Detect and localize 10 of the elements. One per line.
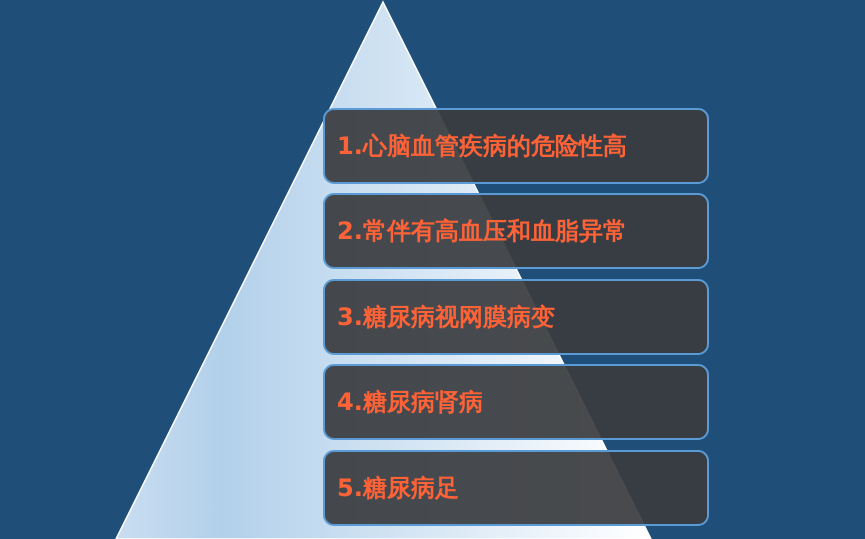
item-text: 1.心脑血管疾病的危险性高	[337, 131, 627, 162]
list-item-panel	[323, 364, 709, 440]
item-text: 4.糖尿病肾病	[337, 387, 483, 418]
list-item-panel	[323, 450, 709, 526]
list-item-panel	[323, 108, 709, 184]
list-item-panel	[323, 279, 709, 355]
item-text: 3.糖尿病视网膜病变	[337, 302, 555, 333]
list-item-panel	[323, 193, 709, 269]
item-text: 2.常伴有高血压和血脂异常	[337, 216, 627, 247]
item-text: 5.糖尿病足	[337, 473, 459, 504]
